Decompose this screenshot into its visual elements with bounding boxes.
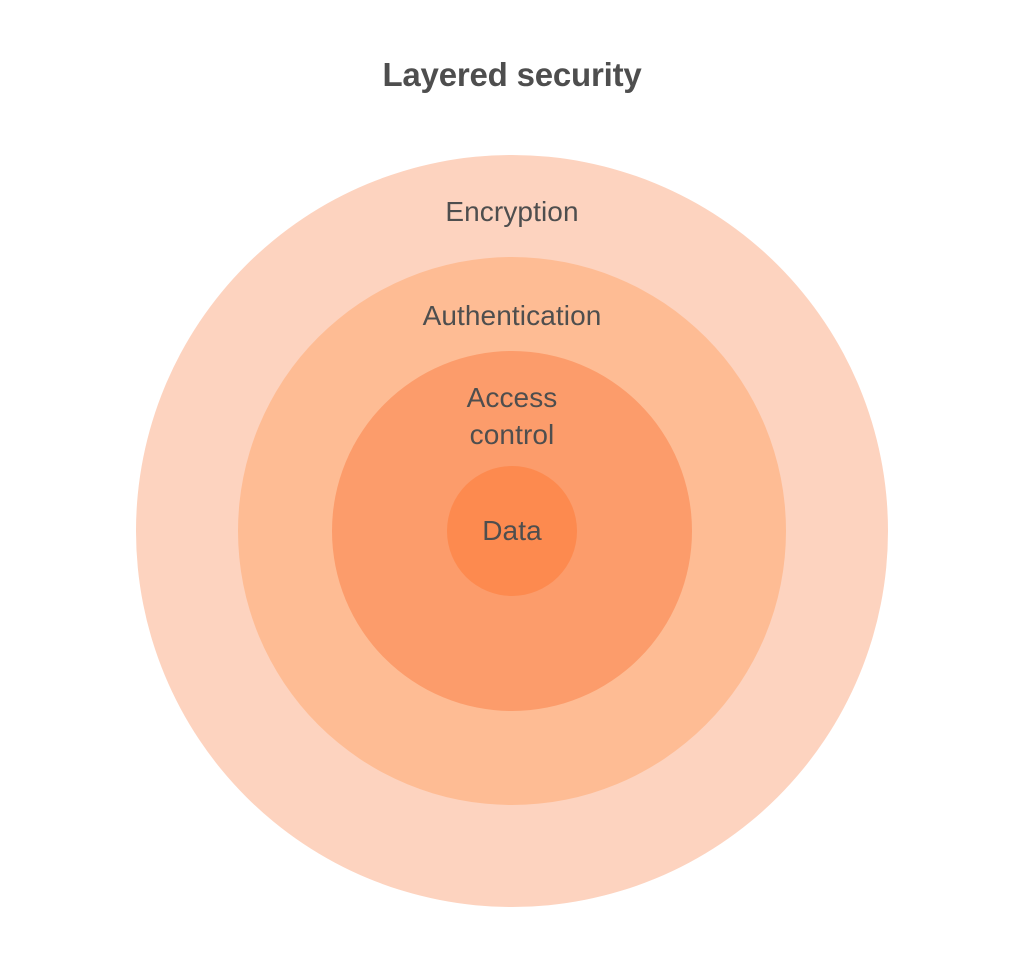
ring-label-data: Data bbox=[482, 515, 542, 546]
page-title: Layered security bbox=[382, 56, 642, 93]
ring-label-encryption: Encryption bbox=[445, 196, 579, 227]
ring-data-core[interactable] bbox=[447, 466, 577, 596]
ring-label-authentication: Authentication bbox=[422, 300, 602, 331]
ring-label-access-control: Access control bbox=[466, 382, 558, 450]
